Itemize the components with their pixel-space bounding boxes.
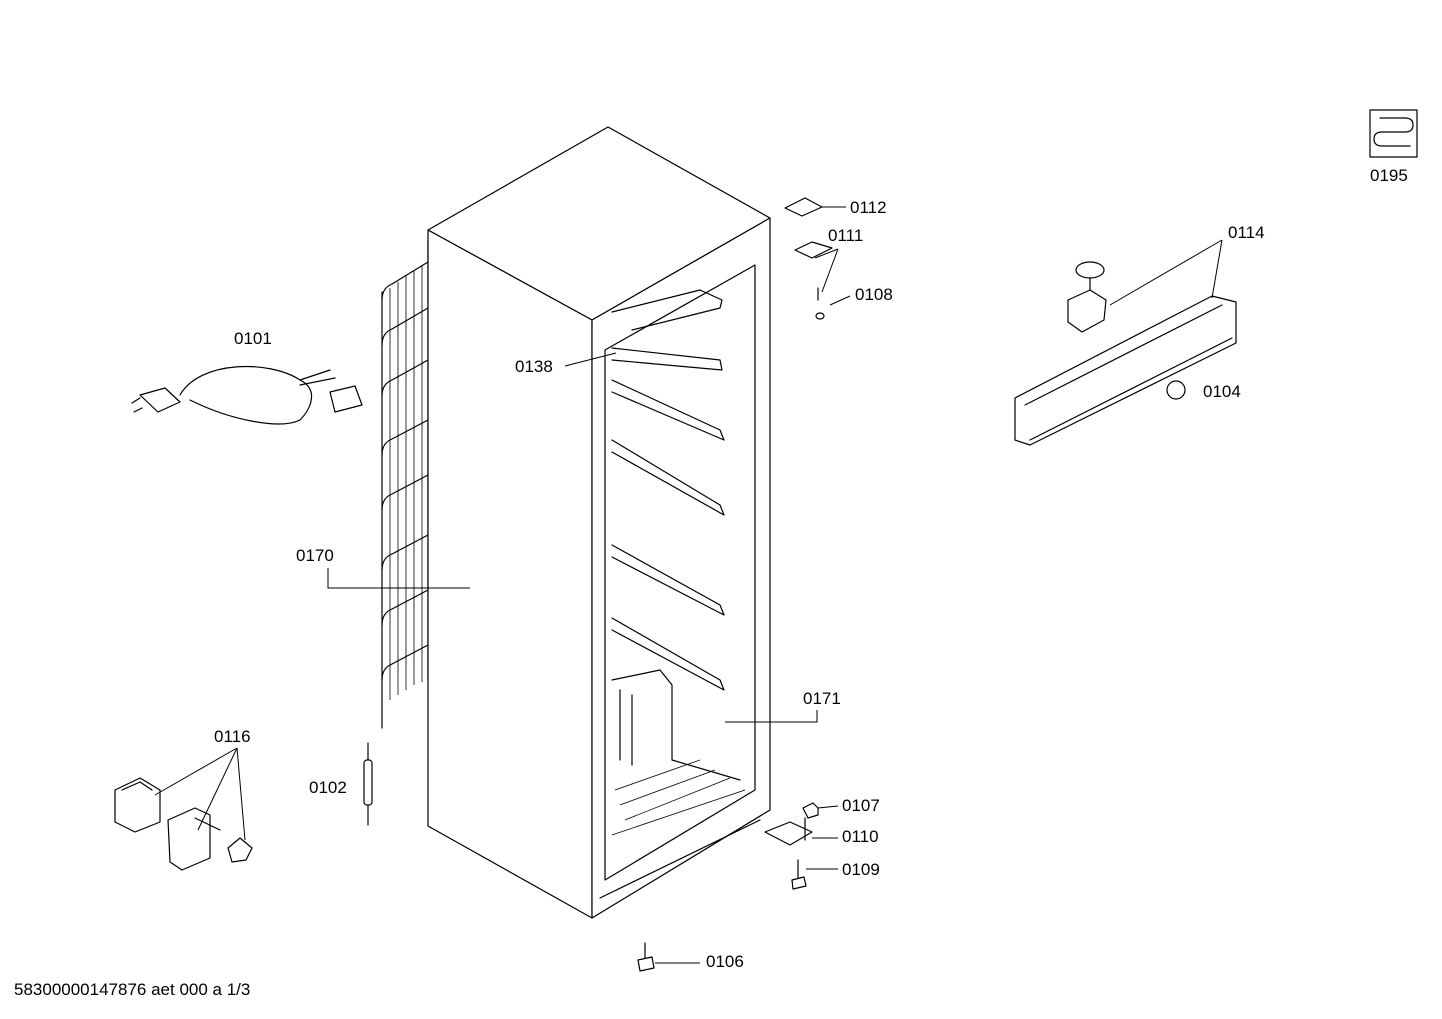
- label-0110: 0110: [842, 827, 879, 846]
- cabinet-body: [427, 126, 771, 919]
- power-cord: [131, 365, 363, 425]
- label-0116: 0116: [214, 727, 251, 746]
- label-0170: 0170: [296, 546, 334, 565]
- label-0111: 0111: [828, 226, 863, 245]
- document-code: 58300000147876 aet 000 a 1/3: [14, 980, 251, 999]
- label-0107: 0107: [842, 796, 880, 815]
- label-0112: 0112: [850, 198, 887, 217]
- hinge-parts: [637, 197, 833, 972]
- filter-drier: [363, 742, 373, 826]
- label-0114: 0114: [1228, 223, 1265, 242]
- label-0108: 0108: [855, 285, 893, 304]
- label-0102: 0102: [309, 778, 347, 797]
- label-0104: 0104: [1203, 382, 1241, 401]
- label-0138: 0138: [515, 357, 553, 376]
- label-0101: 0101: [234, 329, 272, 348]
- control-panel: [1014, 261, 1237, 446]
- compressor-parts: [114, 777, 253, 871]
- label-0109: 0109: [842, 860, 880, 879]
- leader-lines: [154, 206, 1223, 964]
- label-0195: 0195: [1370, 166, 1408, 185]
- heater-symbol-icon: [1369, 109, 1418, 158]
- label-0106: 0106: [706, 952, 744, 971]
- label-0171: 0171: [803, 689, 841, 708]
- condenser-coil: [381, 239, 429, 729]
